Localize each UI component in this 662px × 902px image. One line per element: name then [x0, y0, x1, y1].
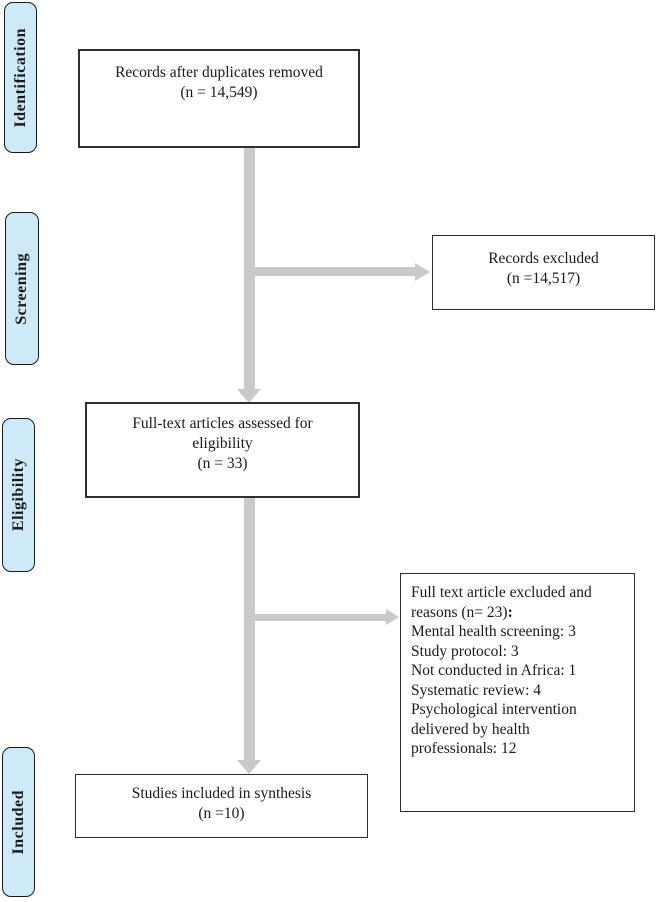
- box-fulltext-assessed: Full-text articles assessed for eligibil…: [85, 402, 360, 498]
- box-fulltext-assessed-line3: (n = 33): [197, 455, 248, 472]
- box-fulltext-excluded-line6: Systematic review: 4: [411, 681, 541, 699]
- box-studies-included-line1: Studies included in synthesis: [131, 785, 312, 802]
- arrow-down-records-to-fulltext-head: [237, 389, 261, 403]
- stage-label-eligibility-text: Eligibility: [9, 458, 27, 532]
- stage-label-included-text: Included: [9, 789, 27, 855]
- box-fulltext-excluded-line4: Study protocol: 3: [411, 642, 519, 660]
- box-fulltext-assessed-line2: eligibility: [192, 435, 253, 452]
- arrow-down-records-to-fulltext-shaft: [244, 148, 255, 390]
- box-records-excluded-line1: Records excluded: [488, 250, 599, 267]
- bold-colon: :: [507, 603, 513, 621]
- box-records-after-duplicates-line2: (n = 14,549): [180, 84, 258, 101]
- arrow-down-fulltext-to-included-head: [237, 760, 261, 774]
- arrow-right-records-excluded-head: [415, 262, 430, 281]
- box-fulltext-excluded-line3: Mental health screening: 3: [411, 623, 576, 640]
- box-fulltext-excluded-line9: professionals: 12: [411, 740, 517, 757]
- stage-label-identification: Identification: [4, 2, 37, 153]
- box-fulltext-excluded-line1: Full text article excluded and: [411, 584, 592, 601]
- box-fulltext-assessed-line1: Full-text articles assessed for: [132, 415, 313, 432]
- box-fulltext-excluded-line7: Psychological intervention: [411, 701, 577, 718]
- box-fulltext-excluded-line5: Not conducted in Africa: 1: [411, 662, 577, 679]
- box-records-after-duplicates: Records after duplicates removed (n = 14…: [78, 49, 360, 148]
- box-fulltext-excluded-reasons: Full text article excluded and reasons (…: [400, 573, 635, 812]
- arrow-right-records-excluded-shaft: [254, 267, 416, 276]
- stage-label-included: Included: [2, 747, 35, 897]
- arrow-down-fulltext-to-included-shaft: [244, 498, 255, 760]
- arrow-right-fulltext-excluded-shaft: [254, 614, 387, 621]
- box-records-excluded: Records excluded (n =14,517): [432, 235, 655, 310]
- stage-label-eligibility: Eligibility: [2, 418, 35, 572]
- stage-label-screening: Screening: [5, 212, 39, 365]
- box-studies-included: Studies included in synthesis (n =10): [75, 774, 368, 838]
- stage-label-screening-text: Screening: [13, 252, 30, 325]
- box-records-excluded-line2: (n =14,517): [506, 270, 581, 287]
- box-fulltext-excluded-line8: delivered by health: [411, 720, 530, 738]
- box-records-after-duplicates-line1: Records after duplicates removed: [115, 64, 323, 81]
- arrow-right-fulltext-excluded-head: [386, 609, 399, 625]
- box-fulltext-excluded-line2: reasons (n= 23):: [411, 603, 513, 621]
- stage-label-identification-text: Identification: [11, 27, 29, 128]
- box-studies-included-line2: (n =10): [198, 805, 245, 822]
